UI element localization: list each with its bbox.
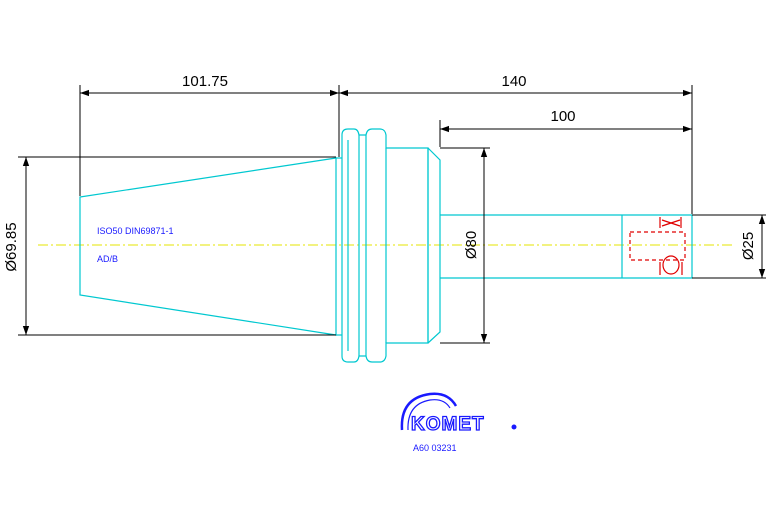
dim-label-shank-length: 100 xyxy=(550,108,575,125)
dim-bore-diameter: Ø25 xyxy=(692,214,766,279)
shank xyxy=(440,214,693,279)
taper-cone xyxy=(79,157,337,336)
dim-shank-length: 100 xyxy=(439,108,692,147)
dim-label-taper-length: 101.75 xyxy=(182,73,228,90)
dim-label-body-diameter: Ø80 xyxy=(463,231,480,259)
body-chamfer xyxy=(427,147,441,344)
spec-standard: ISO50 DIN69871-1 xyxy=(97,226,174,236)
dim-taper-diameter: Ø69.85 xyxy=(3,156,336,336)
part-number: A60 03231 xyxy=(413,443,457,453)
dim-taper-length: 101.75 xyxy=(79,73,340,196)
logo-registered-mark xyxy=(511,424,517,430)
dim-overall-length: 140 xyxy=(339,73,693,214)
tool-holder-outline xyxy=(79,128,693,363)
logo-text: KOMET xyxy=(411,414,485,435)
logo-swoosh-outer xyxy=(400,392,458,431)
spec-form: AD/B xyxy=(97,254,118,264)
dim-label-bore-diameter: Ø25 xyxy=(740,232,757,260)
dim-label-overall-length: 140 xyxy=(501,73,526,90)
dim-label-taper-diameter: Ø69.85 xyxy=(3,222,20,271)
hidden-detail xyxy=(629,217,686,275)
komet-logo: KOMET xyxy=(400,392,517,436)
logo-swoosh-inner xyxy=(407,399,451,431)
dim-body-diameter: Ø80 xyxy=(440,147,490,344)
